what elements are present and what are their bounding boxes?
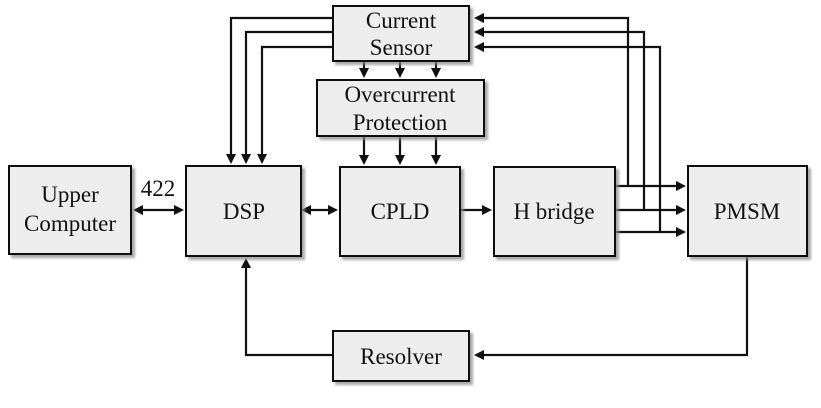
overcurrent-protection-block: Overcurrent Protection xyxy=(316,79,485,137)
arrowhead xyxy=(474,27,484,37)
arrowhead xyxy=(482,205,492,215)
pmsm-label: PMSM xyxy=(714,199,780,224)
resolver-label: Resolver xyxy=(360,344,442,369)
pmsm-to-resolver-line xyxy=(480,257,749,357)
arrowhead xyxy=(241,258,251,268)
arrowhead xyxy=(257,154,267,164)
pmsm-block: PMSM xyxy=(687,165,808,257)
upper-dsp-link-label: 422 xyxy=(141,176,176,201)
arrowhead xyxy=(431,68,441,78)
sensor-to-dsp-line-3 xyxy=(260,45,333,158)
current-sensor-label-line1: Current xyxy=(366,8,437,33)
arrowhead xyxy=(359,155,369,165)
h-bridge-block: H bridge xyxy=(493,166,616,257)
arrowhead xyxy=(474,13,484,23)
arrowhead xyxy=(133,205,143,215)
arrowhead xyxy=(226,154,236,164)
arrowhead xyxy=(395,68,405,78)
arrowhead xyxy=(676,181,686,191)
arrowhead xyxy=(359,68,369,78)
phase-to-sensor-line-2 xyxy=(480,30,646,210)
arrowhead xyxy=(241,154,251,164)
arrowhead xyxy=(174,205,184,215)
arrowhead xyxy=(301,205,311,215)
overcurrent-protection-label-line1: Overcurrent xyxy=(344,82,456,107)
dsp-label: DSP xyxy=(223,199,265,224)
dsp-block: DSP xyxy=(185,165,302,257)
phase-to-sensor-line-3 xyxy=(480,45,662,232)
resolver-to-dsp-line xyxy=(244,266,333,357)
current-sensor-block: Current Sensor xyxy=(332,5,470,62)
upper-computer-label-line2: Computer xyxy=(24,211,116,236)
cpld-label: CPLD xyxy=(371,199,430,224)
h-bridge-label: H bridge xyxy=(513,199,594,224)
arrowhead xyxy=(395,155,405,165)
phase-to-sensor-line-1 xyxy=(480,16,630,186)
arrowhead xyxy=(474,350,484,360)
arrowhead xyxy=(474,42,484,52)
upper-computer-block: Upper Computer xyxy=(8,165,132,255)
arrowhead xyxy=(431,155,441,165)
upper-computer-label-line1: Upper xyxy=(41,182,99,207)
arrowhead xyxy=(328,205,338,215)
arrowhead xyxy=(676,227,686,237)
resolver-block: Resolver xyxy=(332,330,470,382)
current-sensor-label-line2: Sensor xyxy=(370,35,433,60)
arrowhead xyxy=(676,205,686,215)
arrowheads xyxy=(133,13,686,360)
sensor-to-dsp-line-2 xyxy=(244,30,333,158)
overcurrent-protection-label-line2: Protection xyxy=(353,110,448,135)
connections xyxy=(140,16,749,357)
cpld-block: CPLD xyxy=(339,166,461,257)
sensor-to-dsp-line-1 xyxy=(229,16,333,158)
